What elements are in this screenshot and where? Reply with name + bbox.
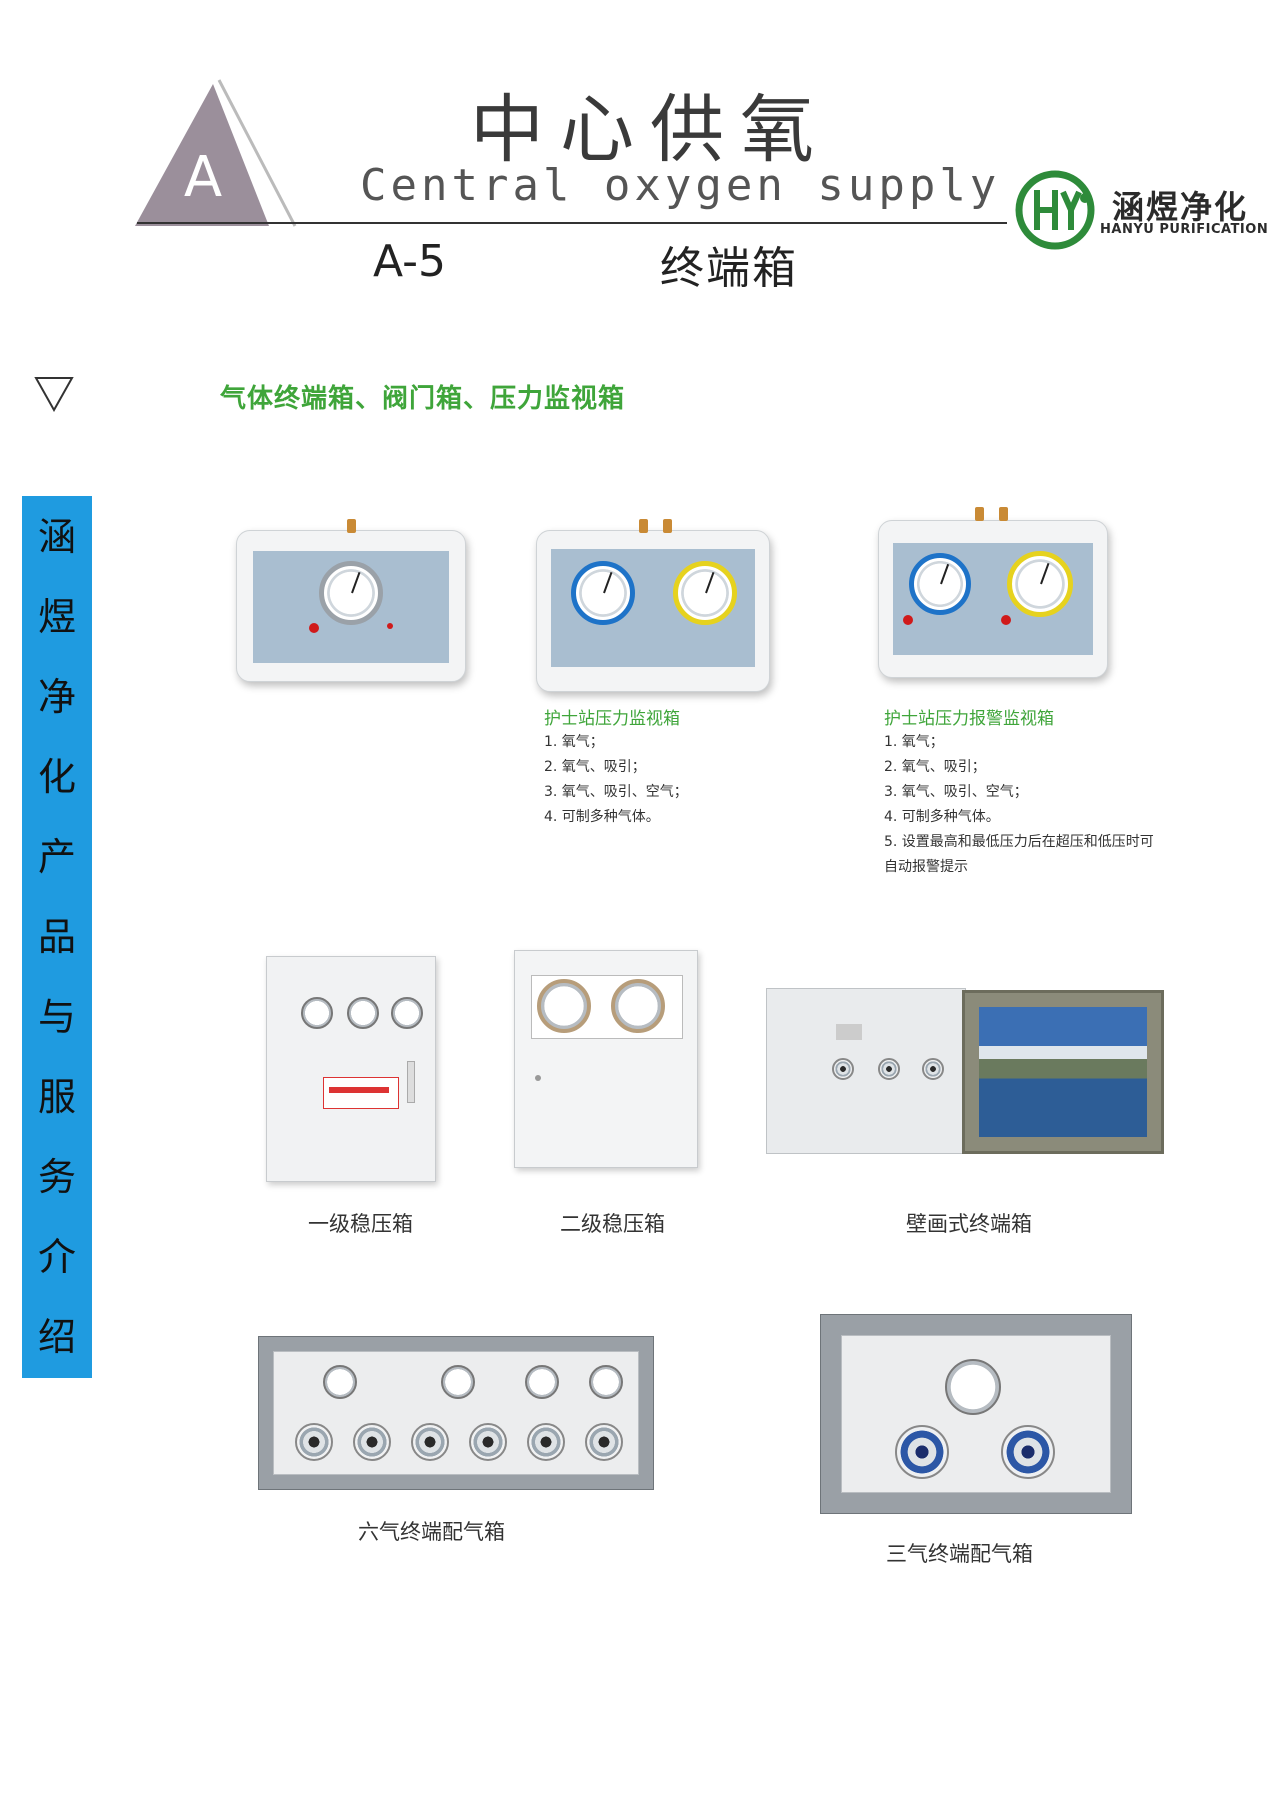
list-item: 4. 可制多种气体。	[544, 809, 660, 825]
section-code: A-5	[373, 236, 447, 287]
sidebar-char: 涵	[37, 515, 76, 559]
sidebar-char: 介	[37, 1235, 76, 1279]
product-image-six-gas-terminal-box	[258, 1336, 654, 1490]
caption-mural-terminal: 壁画式终端箱	[906, 1212, 1032, 1236]
list-item: 3. 氧气、吸引、空气；	[884, 784, 1028, 800]
sidebar-char: 煜	[37, 595, 76, 639]
caption-six-gas-terminal: 六气终端配气箱	[358, 1520, 505, 1544]
list-item: 2. 氧气、吸引；	[544, 759, 646, 775]
sidebar-char: 化	[37, 755, 76, 799]
sidebar-char: 绍	[37, 1315, 76, 1359]
product-image-three-gas-terminal-box	[820, 1314, 1132, 1514]
list-item: 3. 氧气、吸引、空气；	[544, 784, 688, 800]
brand-logo-icon	[1015, 170, 1095, 250]
header-triangle-badge: A	[135, 79, 297, 227]
product-image-stage1-regulator-box	[266, 956, 436, 1182]
brand-name-english: HANYU PURIFICATION	[1100, 222, 1269, 237]
list-item: 1. 氧气；	[544, 734, 604, 750]
list-item: 1. 氧气；	[884, 734, 944, 750]
caption-stage1-regulator: 一级稳压箱	[308, 1212, 413, 1236]
brand-name: 涵煜净化	[1112, 188, 1249, 226]
caption-three-gas-terminal: 三气终端配气箱	[886, 1542, 1033, 1566]
page-title-english: Central oxygen supply	[360, 160, 1001, 211]
sidebar-char: 净	[37, 675, 76, 719]
product-image-monitor-box	[536, 519, 770, 692]
sidebar-char: 产	[37, 835, 76, 879]
section-triangle-icon	[34, 377, 74, 412]
section-title: 气体终端箱、阀门箱、压力监视箱	[220, 384, 626, 414]
sidebar-banner: 涵 煜 净 化 产 品 与 服 务 介 绍	[22, 496, 92, 1378]
product-image-single-gauge-box	[236, 519, 466, 682]
product-title-alarm: 护士站压力报警监视箱	[884, 709, 1054, 729]
list-item: 自动报警提示	[884, 859, 968, 875]
product-image-stage2-regulator-box	[514, 950, 698, 1168]
sidebar-char: 务	[37, 1155, 76, 1199]
page-subtitle: 终端箱	[660, 243, 798, 294]
product-spec-list-alarm: 1. 氧气； 2. 氧气、吸引； 3. 氧气、吸引、空气； 4. 可制多种气体。…	[884, 730, 1154, 880]
header-rule	[137, 222, 1007, 224]
badge-letter: A	[184, 145, 222, 210]
product-title-monitor: 护士站压力监视箱	[544, 709, 680, 729]
list-item: 4. 可制多种气体。	[884, 809, 1000, 825]
list-item: 2. 氧气、吸引；	[884, 759, 986, 775]
list-item: 5. 设置最高和最低压力后在超压和低压时可	[884, 834, 1154, 850]
caption-stage2-regulator: 二级稳压箱	[560, 1212, 665, 1236]
product-spec-list-monitor: 1. 氧气； 2. 氧气、吸引； 3. 氧气、吸引、空气； 4. 可制多种气体。	[544, 730, 688, 830]
product-image-alarm-box	[878, 507, 1108, 678]
page-title: 中心供氧	[470, 87, 830, 173]
sidebar-char: 服	[37, 1075, 76, 1119]
product-image-mural-terminal-box	[766, 988, 1166, 1154]
sidebar-char: 品	[37, 915, 76, 959]
sidebar-char: 与	[37, 995, 76, 1039]
